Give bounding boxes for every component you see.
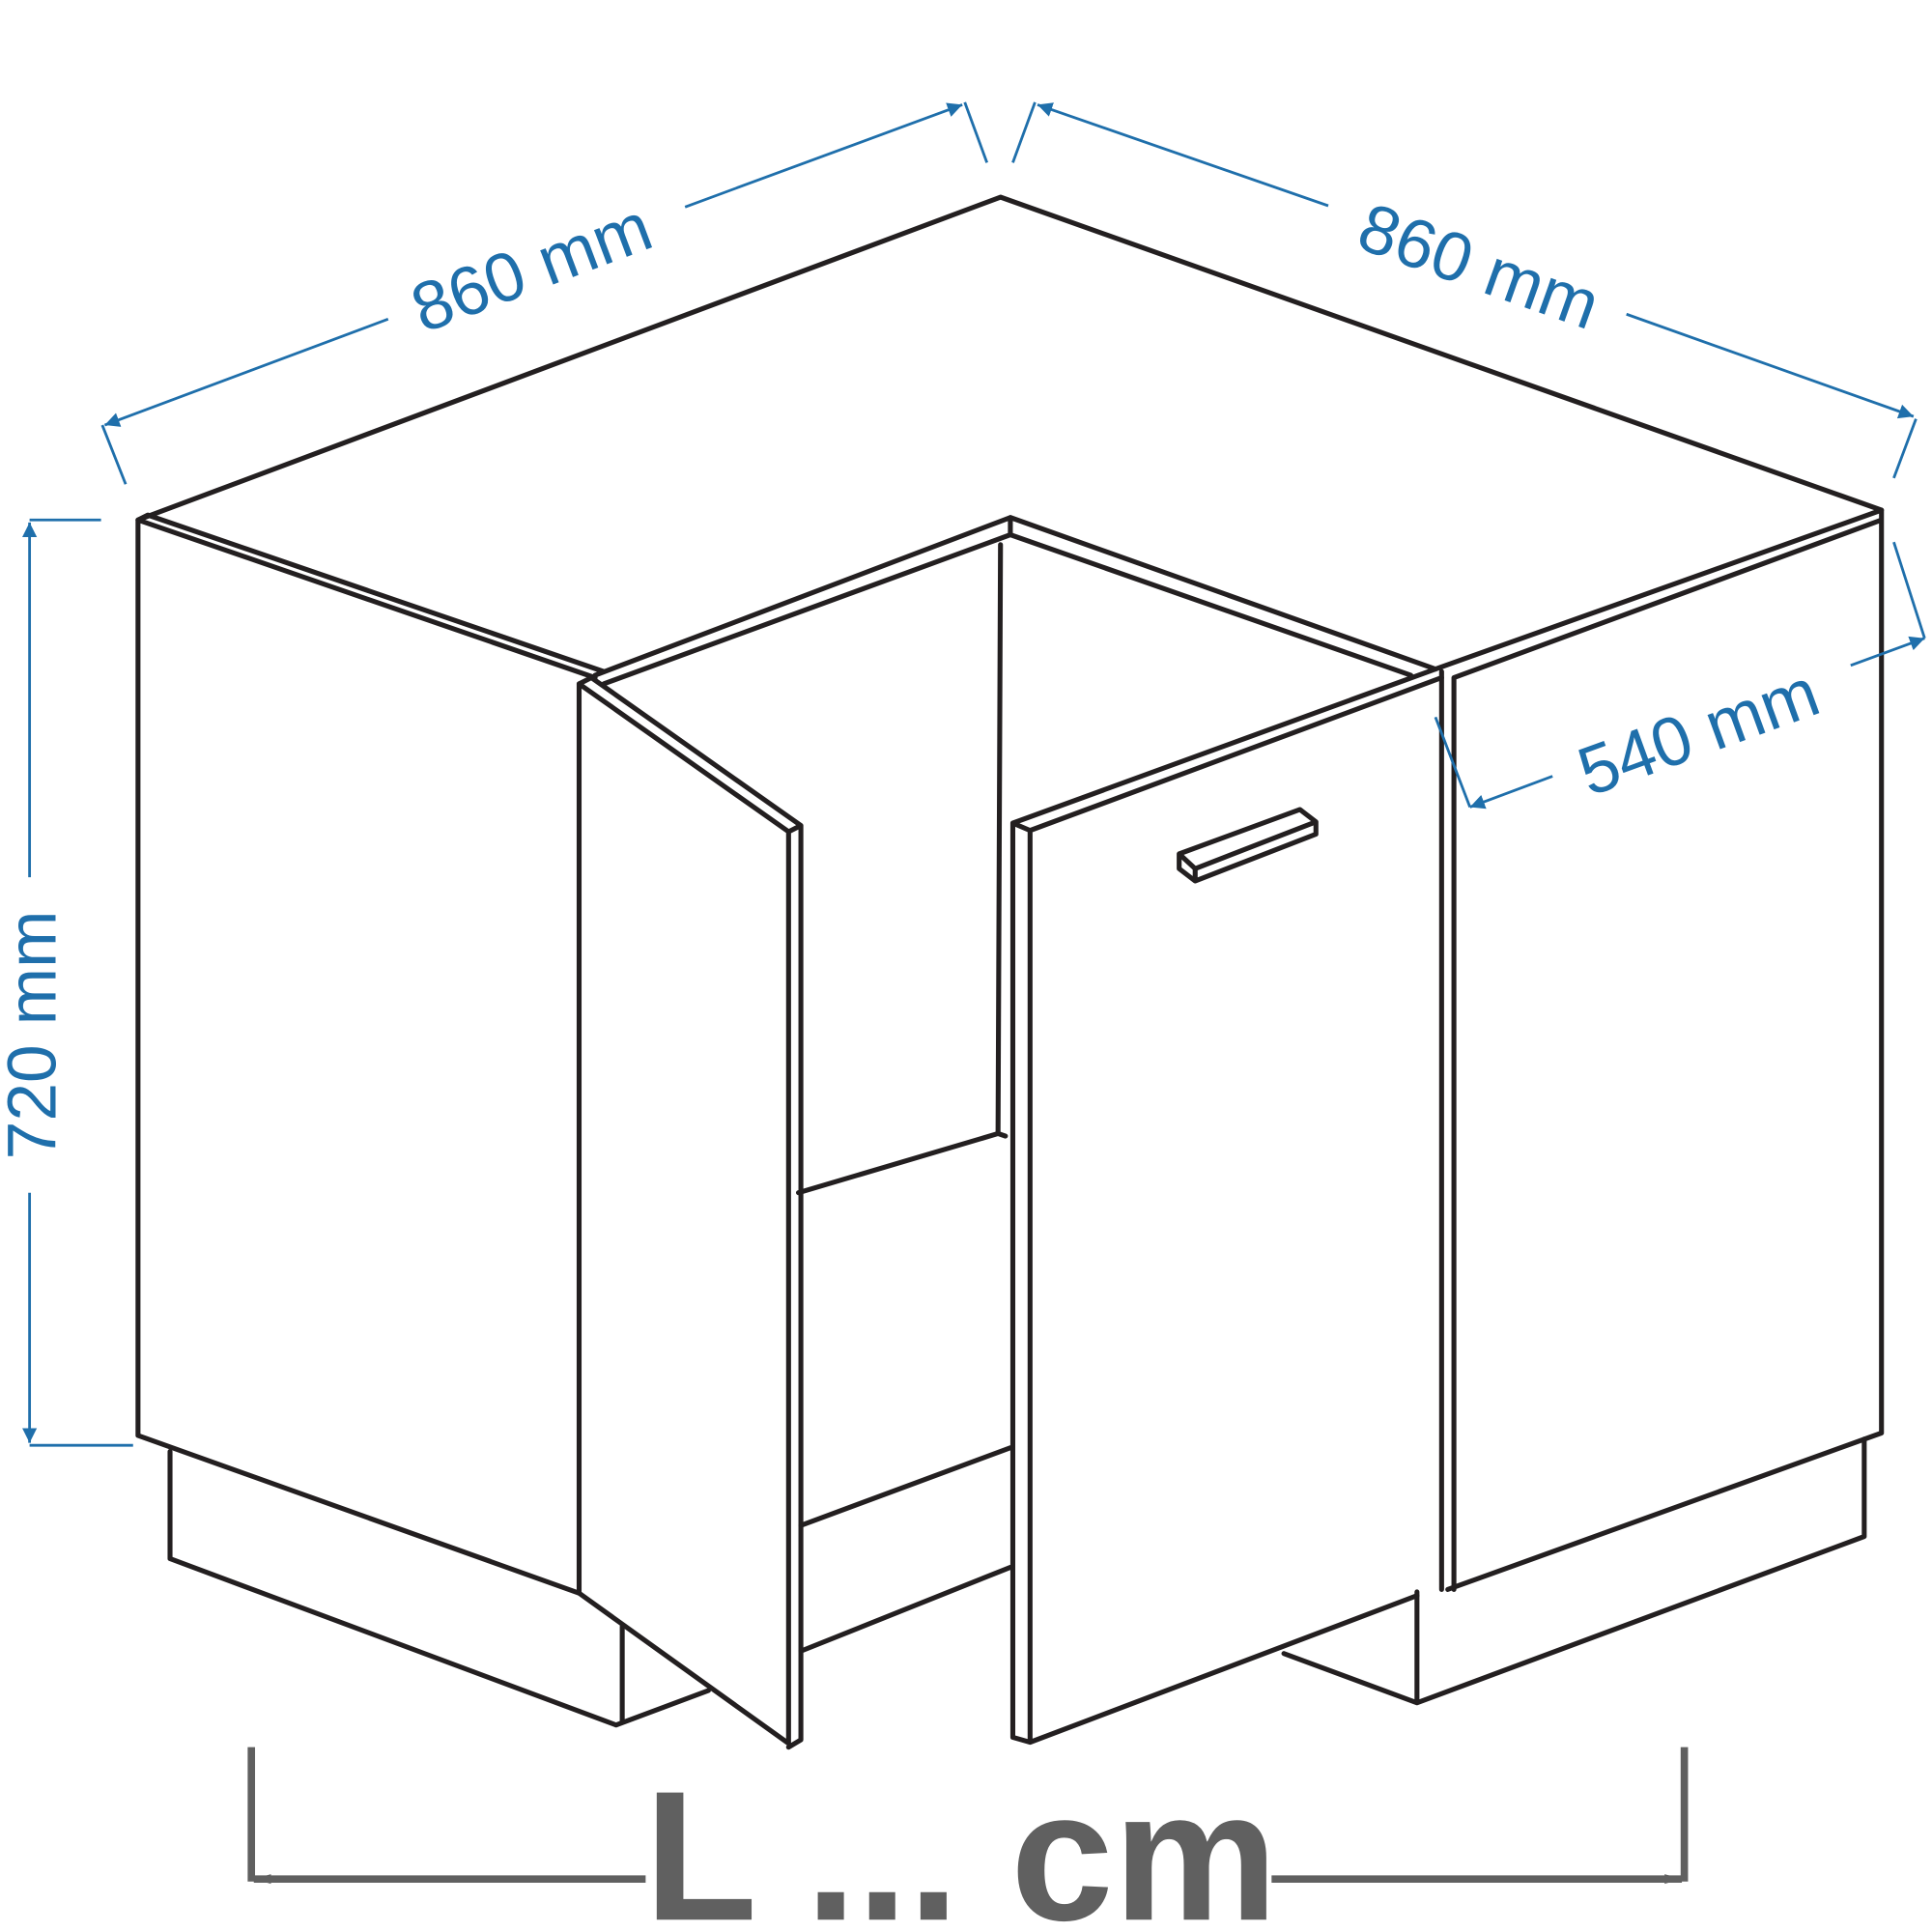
length-label: L ... cm bbox=[644, 1752, 1278, 1932]
dimension-height: 720 mm bbox=[0, 518, 133, 1447]
length-marker: L ... cm bbox=[247, 1747, 1689, 1932]
right-plinth bbox=[1281, 1436, 1867, 1706]
shelf bbox=[795, 1130, 1013, 1654]
open-left-door bbox=[576, 674, 804, 1750]
left-plinth bbox=[167, 1448, 711, 1728]
cabinet-drawing bbox=[135, 194, 1885, 1750]
inner-back-wall bbox=[592, 515, 1438, 1139]
depth-label: 540 mm bbox=[1568, 653, 1829, 810]
dimension-width-left: 860 mm bbox=[100, 101, 989, 485]
worktop-outline bbox=[135, 194, 1885, 523]
dimension-width-right: 860 mm bbox=[1011, 101, 1918, 479]
left-side-panel bbox=[135, 512, 607, 1596]
right-door bbox=[1009, 667, 1444, 1746]
door-handle bbox=[1177, 807, 1319, 884]
width-left-label: 860 mm bbox=[401, 187, 662, 348]
right-side-panel bbox=[1433, 507, 1885, 1592]
width-right-label: 860 mm bbox=[1349, 188, 1609, 345]
height-label: 720 mm bbox=[0, 910, 71, 1159]
